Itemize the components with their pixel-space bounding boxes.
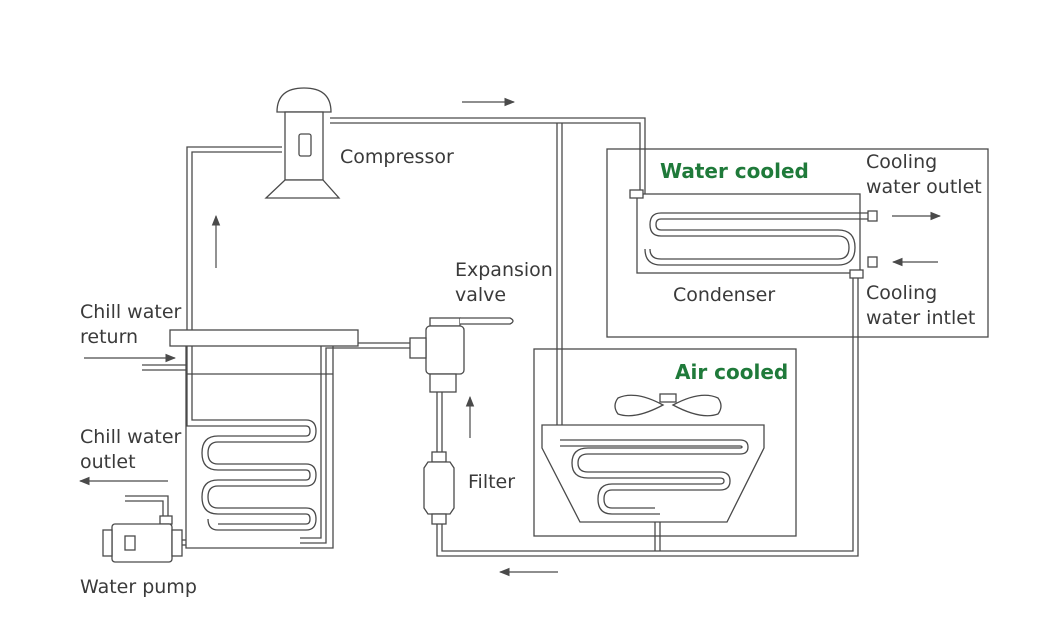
chill-water-return-label-2: return [80,326,138,348]
cooling-water-outlet-label-1: Cooling [866,151,937,173]
water-cooled-box [606,148,989,338]
refrigerant-piping [186,117,859,557]
chill-water-outlet-label-1: Chill water [80,426,182,448]
air-cooled-box [533,348,797,537]
evaporator-coil [186,412,317,531]
air-cooled-coil [541,424,765,523]
cooling-water-inlet-label-2: water intlet [866,307,975,329]
compressor-label: Compressor [340,146,454,168]
filter [423,451,455,525]
expansion-valve-label-1: Expansion [455,259,553,281]
cooling-water-outlet-label-2: water outlet [866,176,982,198]
filter-label: Filter [468,471,515,493]
water-pump-icon [102,495,186,563]
fan-icon [614,393,722,417]
expansion-valve [409,317,514,393]
cooling-water-inlet-label-1: Cooling [866,282,937,304]
condenser [629,189,878,279]
condenser-label: Condenser [673,284,775,306]
compressor [264,87,341,199]
chill-water-return-label-1: Chill water [80,301,182,323]
expansion-valve-label-2: valve [455,284,506,306]
water-pump-label: Water pump [80,576,197,598]
chill-water-outlet-label-2: outlet [80,451,136,473]
air-cooled-label: Air cooled [675,360,788,384]
chill-water-tank [142,329,359,549]
water-cooled-label: Water cooled [660,159,809,183]
